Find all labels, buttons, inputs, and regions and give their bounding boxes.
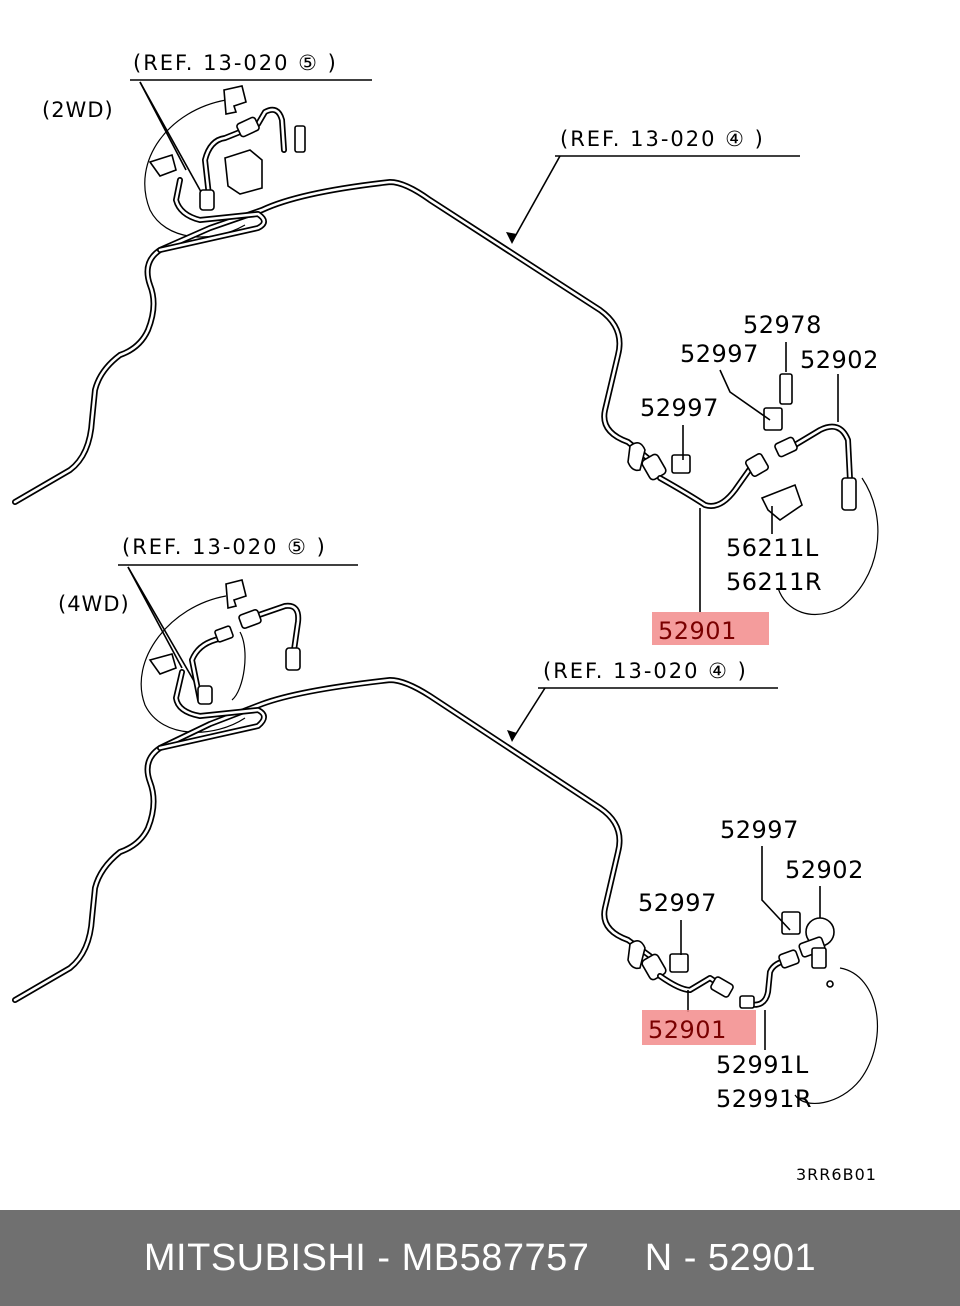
detail-ellipse	[794, 967, 879, 1104]
part-number-52902: 52902	[800, 346, 879, 374]
pipe-clip-hook	[627, 940, 646, 970]
leader-line	[511, 155, 561, 243]
bolt	[294, 125, 306, 153]
leader-line	[139, 81, 211, 209]
bleeder-point	[826, 980, 834, 988]
part-number-52997: 52997	[640, 394, 719, 422]
pipe-fitting	[285, 647, 301, 671]
hose-fitting	[811, 947, 827, 969]
brake-hose-52902-bottom	[798, 917, 835, 969]
brake-hose-52902-top	[787, 423, 853, 483]
part-number-52991r: 52991R	[716, 1085, 812, 1113]
part-number-52997: 52997	[680, 340, 759, 368]
brake-hose-52901-top	[657, 463, 755, 509]
pipe-fitting	[197, 685, 213, 705]
variant-label-4wd: (4WD)	[58, 592, 130, 616]
part-number-52902: 52902	[785, 856, 864, 884]
hose-fitting	[778, 949, 800, 969]
highlight-box	[642, 1010, 756, 1045]
ref-label-top-5: (REF. 13-020 ⑤ )	[133, 51, 338, 75]
hose-fitting	[841, 477, 857, 511]
part-number-52978: 52978	[743, 311, 822, 339]
brake-hose-52901-bottom	[657, 973, 731, 993]
leader-line	[719, 369, 771, 421]
clip	[225, 579, 247, 610]
part-number-52901-highlighted: 52901	[648, 1016, 727, 1044]
brake-pipe-main	[12, 106, 653, 505]
clip	[148, 153, 177, 177]
pipe-fitting	[238, 609, 262, 629]
pipe-clip-hook	[627, 442, 646, 472]
variant-label-2wd: (2WD)	[42, 98, 114, 122]
hose-fitting	[739, 995, 755, 1009]
part-number-52997: 52997	[720, 816, 799, 844]
bracket	[224, 149, 263, 195]
highlight-box	[652, 612, 769, 645]
part-number-52991l: 52991L	[716, 1051, 809, 1079]
clip	[148, 653, 177, 675]
brake-pipe-main-4wd	[12, 602, 653, 1003]
footer-bar: MITSUBISHI - MB587757 N - 52901	[0, 1210, 960, 1306]
leader-arrow	[507, 730, 517, 742]
bracket-56211	[760, 483, 803, 522]
clip-52997	[781, 911, 801, 935]
footer-part-label: MITSUBISHI - MB587757 N - 52901	[143, 1236, 817, 1279]
hose-fitting	[710, 976, 734, 998]
part-number-56211l: 56211L	[726, 534, 819, 562]
leader-line	[511, 687, 546, 741]
brake-line-diagram: (REF. 13-020 ⑤ ) (2WD) (REF. 13-020 ④ )	[12, 51, 879, 1184]
assembly-4wd: (REF. 13-020 ⑤ ) (4WD) (REF. 13-020 ④ )	[12, 535, 879, 1113]
detail-ellipse	[777, 477, 879, 615]
part-number-52901-highlighted: 52901	[658, 617, 737, 645]
detail-ellipse	[231, 631, 246, 701]
leader-line	[761, 846, 791, 931]
clip-52997	[669, 953, 689, 973]
part-number-56211r: 56211R	[726, 568, 822, 596]
assembly-2wd: (REF. 13-020 ⑤ ) (2WD) (REF. 13-020 ④ )	[12, 51, 879, 645]
pipe-fitting	[236, 116, 260, 138]
diagram-code: 3RR6B01	[796, 1165, 877, 1184]
leader-arrow	[506, 232, 517, 244]
hose-fitting	[774, 436, 798, 458]
leader-line	[127, 566, 206, 701]
part-number-52997: 52997	[638, 889, 717, 917]
detail-ellipse	[140, 595, 246, 733]
ref-label-bottom-5: (REF. 13-020 ⑤ )	[122, 535, 327, 559]
clip-52997	[671, 454, 691, 474]
clip-52997	[763, 407, 783, 431]
hose-fitting	[745, 453, 769, 477]
pipe-fitting	[214, 625, 234, 643]
clip	[223, 85, 247, 115]
pipe-fitting	[199, 189, 215, 211]
ref-label-bottom-4: (REF. 13-020 ④ )	[543, 659, 748, 683]
ref-label-top-4: (REF. 13-020 ④ )	[560, 127, 765, 151]
bolt-52978	[779, 373, 793, 405]
